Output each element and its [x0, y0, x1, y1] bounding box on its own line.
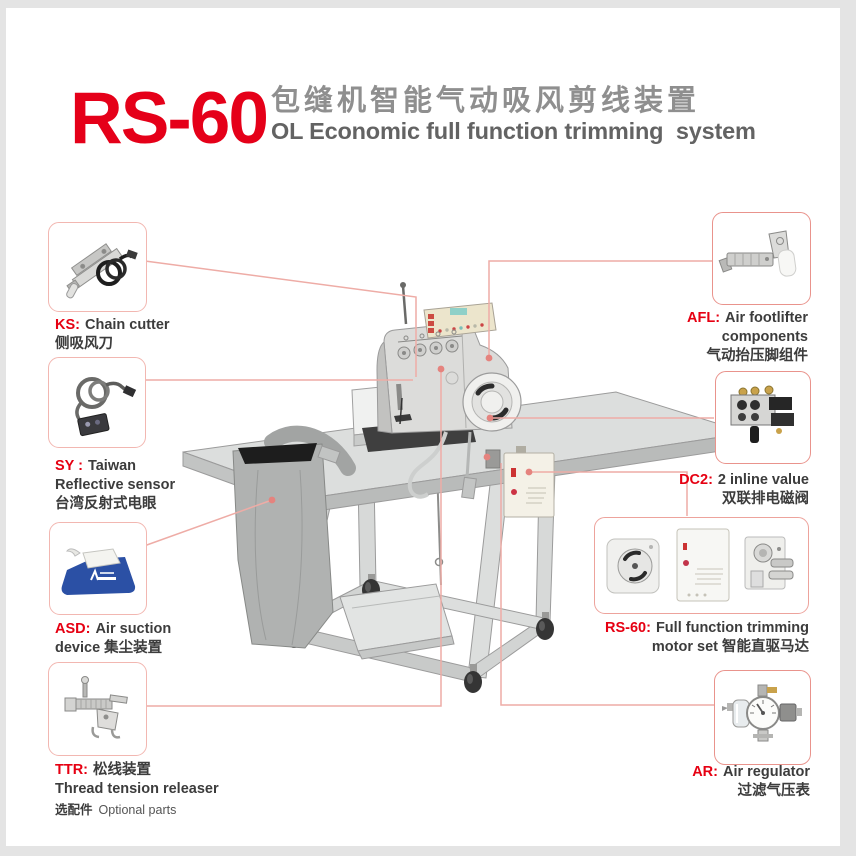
callout-box-ttr [48, 662, 147, 756]
connector-ks [144, 260, 417, 377]
frame-strip-top [0, 0, 856, 8]
connector-ar [500, 463, 714, 706]
label-rs60-line1: RS-60:Full function trimming [605, 620, 809, 636]
label-sy-line2: Reflective sensor [55, 477, 176, 493]
connector-afl [488, 260, 712, 358]
air-suction-device-image [61, 547, 136, 595]
label-sy: SY :Taiwan Reflective sensor 台湾反射式电眼 [55, 457, 175, 514]
label-dc2-line1: DC2:2 inline value [679, 472, 809, 488]
label-afl-line2: components [721, 329, 808, 345]
connector-ttr [145, 369, 442, 707]
label-ar-line2: 过滤气压表 [737, 783, 811, 799]
connector-rs60 [529, 471, 688, 516]
afl-code: AFL: [687, 310, 721, 326]
reflective-sensor-image [75, 376, 137, 436]
callout-box-dc2 [715, 371, 811, 464]
air-regulator-image [721, 684, 802, 741]
thread-tension-releaser-image [64, 676, 128, 739]
title-block: 包缝机智能气动吸风剪线装置 OL Economic full function … [271, 86, 756, 144]
callout-box-rs60 [594, 517, 809, 614]
asd-code: ASD: [55, 621, 91, 637]
label-rs60-line2: motor set 智能直驱马达 [651, 639, 809, 655]
label-ks: KS:Chain cutter 侧吸风刀 [55, 316, 170, 354]
label-asd: ASD:Air suction device 集尘装置 [55, 620, 171, 658]
ks-code: KS: [55, 317, 80, 333]
ttr-code: TTR: [55, 762, 89, 778]
callout-box-asd [49, 522, 147, 615]
label-rs60: RS-60:Full function trimming motor set 智… [605, 619, 809, 657]
callout-box-ks [48, 222, 147, 312]
chain-cutter-image [65, 243, 138, 299]
suction-chute [264, 425, 356, 476]
label-afl-line3: 气动抬压脚组件 [706, 348, 809, 364]
rs60-code: RS-60: [605, 620, 651, 636]
dust-bag [232, 443, 341, 649]
model-title: RS-60 [70, 78, 269, 159]
callout-box-ar [714, 670, 811, 765]
label-ks-line2: 侧吸风刀 [55, 336, 113, 352]
ar-code: AR: [692, 764, 718, 780]
frame-strip-right [840, 0, 856, 856]
label-ttr-line2: Thread tension releaser [55, 781, 219, 797]
trimming-motor-set-image [606, 528, 794, 601]
label-asd-line1: ASD:Air suction [55, 621, 172, 637]
label-ar: AR:Air regulator 过滤气压表 [692, 763, 810, 801]
frame-strip-left [0, 0, 6, 856]
label-dc2-line2: 双联排电磁阀 [722, 491, 809, 507]
callout-connectors [143, 260, 714, 707]
air-footlifter-image [718, 229, 796, 277]
title-en: OL Economic full function trimming syste… [271, 118, 756, 144]
callout-box-sy [48, 357, 146, 448]
label-ks-line1: KS:Chain cutter [55, 317, 170, 333]
solenoid-valve-image [730, 385, 794, 443]
label-afl-line1: AFL:Air footlifter [687, 310, 808, 326]
label-asd-line2: device 集尘装置 [55, 640, 163, 656]
direct-drive-motor-image [606, 538, 660, 593]
under-table-control-box [503, 446, 555, 518]
connector-asd [143, 499, 273, 547]
label-ttr-line1: TTR:松线装置 [55, 762, 152, 778]
title-zh: 包缝机智能气动吸风剪线装置 [271, 85, 701, 117]
callout-box-afl [712, 212, 811, 305]
connector-anchor-dots [268, 354, 533, 504]
trimming-bracket-image [744, 536, 794, 589]
label-sy-line3: 台湾反射式电眼 [55, 496, 157, 512]
label-ar-line1: AR:Air regulator [692, 764, 810, 780]
dc2-code: DC2: [679, 472, 713, 488]
label-sy-line1: SY :Taiwan [55, 458, 137, 474]
frame-strip-bottom [0, 846, 856, 856]
label-dc2: DC2:2 inline value 双联排电磁阀 [679, 471, 809, 509]
sy-code: SY : [55, 458, 83, 474]
control-box-image [676, 528, 730, 601]
label-afl: AFL:Air footlifter components 气动抬压脚组件 [687, 309, 808, 366]
